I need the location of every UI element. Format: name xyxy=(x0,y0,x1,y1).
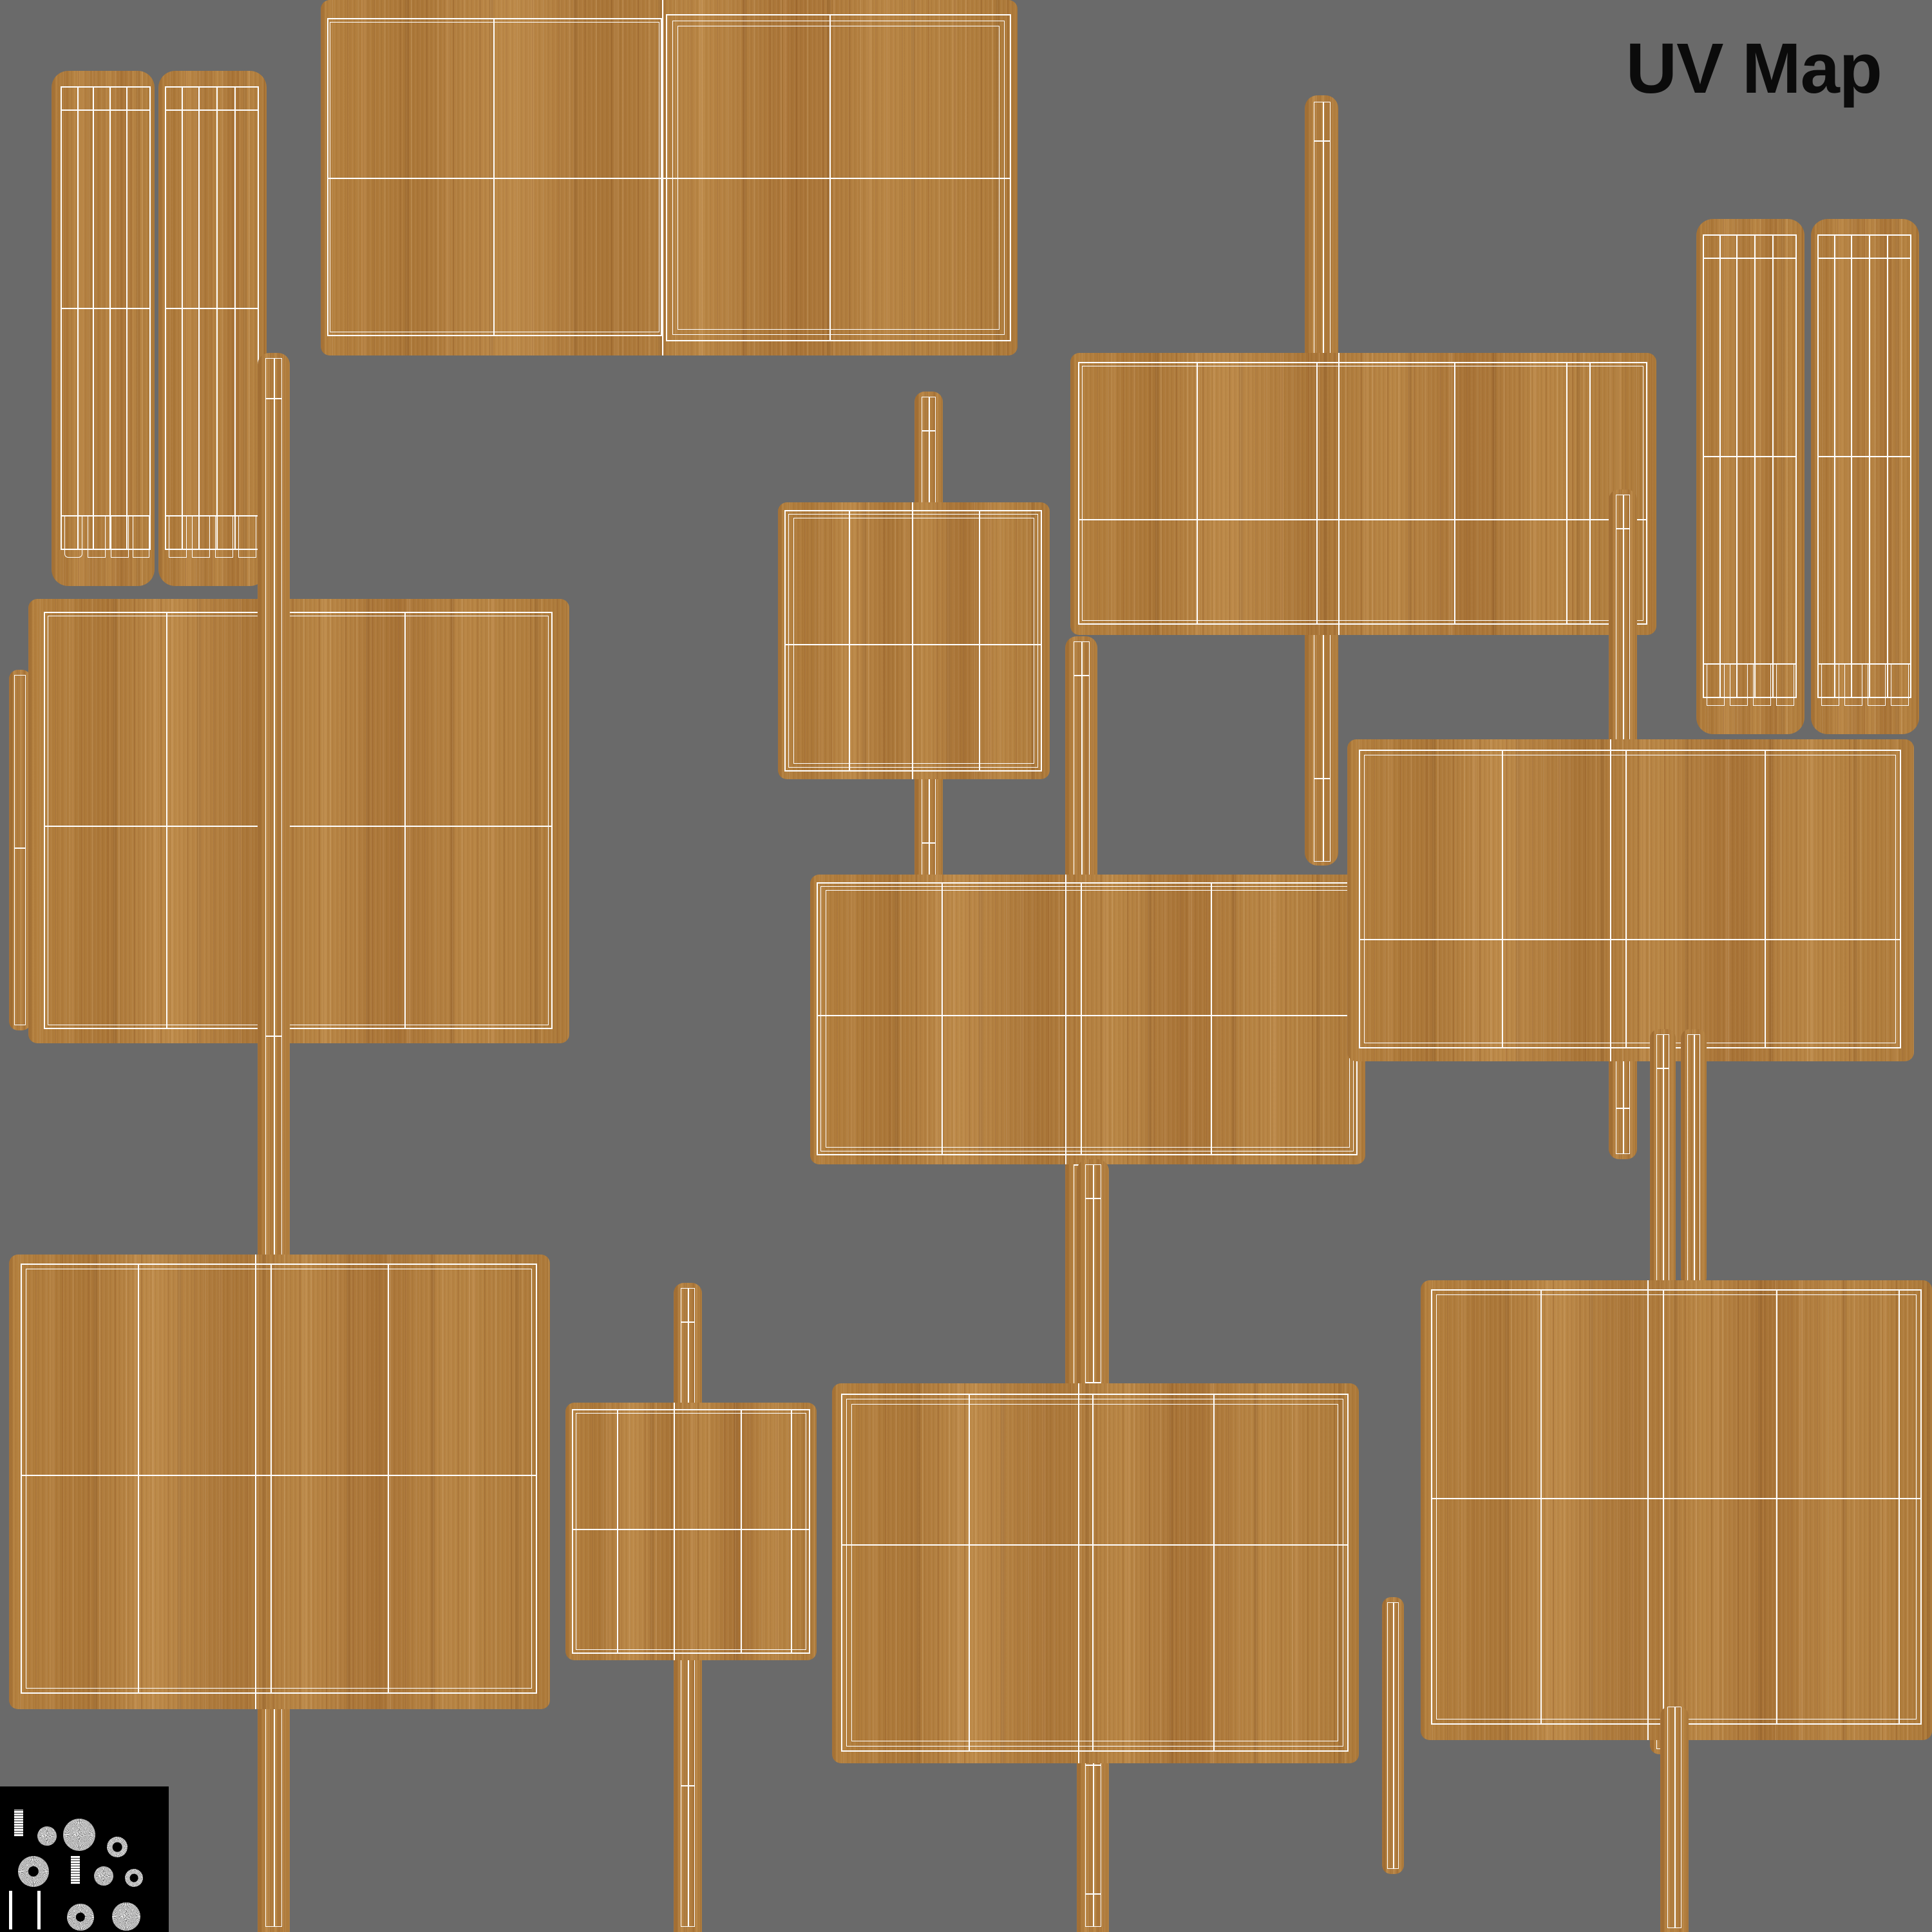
washer-island xyxy=(37,1826,57,1846)
uv-island-panel-left-large[interactable] xyxy=(28,599,569,1043)
uv-island-panel-bottom-left-large[interactable] xyxy=(9,1255,550,1709)
uv-island-rail-vertical-right-c[interactable] xyxy=(1681,1029,1707,1287)
uv-island-rail-vertical-left-edge[interactable] xyxy=(9,670,31,1030)
uv-island-panel-upper-right[interactable] xyxy=(1070,353,1656,635)
uv-island-rail-vertical-bottom-mid[interactable] xyxy=(1382,1597,1404,1874)
uv-island-leg-panel-top-left-a[interactable] xyxy=(52,71,155,586)
bolt-island xyxy=(71,1856,80,1884)
page-title: UV Map xyxy=(1625,29,1882,108)
ring-island xyxy=(107,1837,128,1857)
uv-island-panel-center-wide[interactable] xyxy=(810,875,1365,1164)
uv-island-panel-right-mid[interactable] xyxy=(1347,739,1914,1061)
washer-island xyxy=(112,1902,140,1931)
uv-island-tabletop-top-large[interactable] xyxy=(321,0,1018,355)
uv-island-panel-bottom-small[interactable] xyxy=(565,1403,817,1660)
uv-island-leg-panel-top-left-b[interactable] xyxy=(158,71,267,586)
pin-island xyxy=(9,1891,12,1929)
washer-island xyxy=(94,1866,113,1886)
washer-hole-island xyxy=(18,1856,49,1887)
ring-island xyxy=(125,1869,143,1887)
washer-hole-island xyxy=(67,1904,94,1931)
pin-island xyxy=(37,1891,41,1929)
uv-island-leg-panel-top-right-a[interactable] xyxy=(1696,219,1804,734)
uv-island-panel-small-mid-left[interactable] xyxy=(778,502,1050,779)
small-hardware-uv-islands[interactable] xyxy=(0,1786,169,1932)
uv-island-leg-panel-top-right-b[interactable] xyxy=(1811,219,1919,734)
uv-island-panel-bottom-center[interactable] xyxy=(832,1383,1359,1763)
uv-island-rail-vertical-bottom-right[interactable] xyxy=(1660,1707,1689,1932)
washer-island xyxy=(63,1819,95,1851)
uv-island-panel-bottom-right-large[interactable] xyxy=(1421,1280,1932,1740)
bolt-island xyxy=(14,1810,23,1837)
